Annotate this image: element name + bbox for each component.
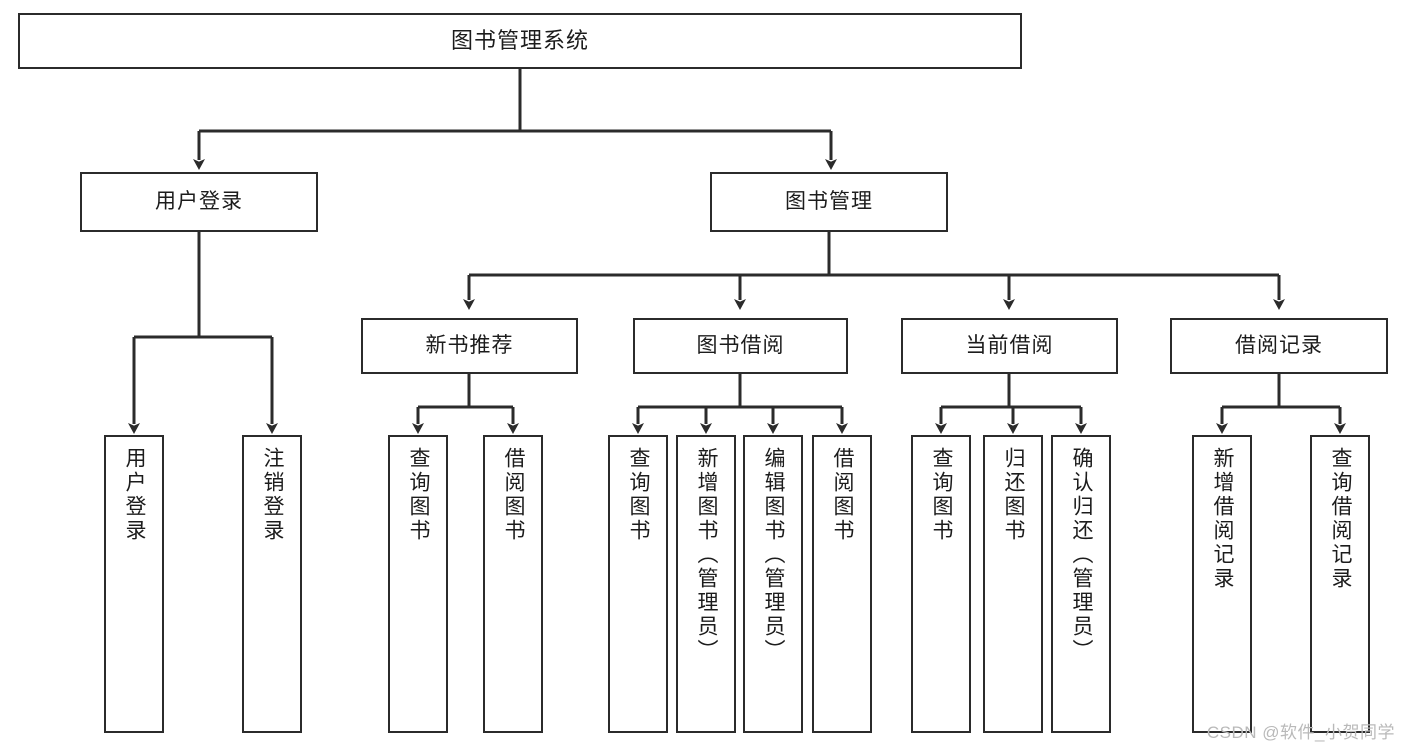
node-root-system[interactable]: 图书管理系统 — [18, 13, 1022, 69]
node-label: 用户登录 — [155, 190, 243, 214]
node-label: 图书借阅 — [696, 334, 785, 358]
node-leaf-edit-book-admin[interactable]: 编辑图书（管理员） — [743, 435, 803, 733]
node-leaf-borrow-book-1[interactable]: 借阅图书 — [483, 435, 543, 733]
node-new-book-recommend[interactable]: 新书推荐 — [361, 318, 578, 374]
node-label: 查询图书 — [407, 447, 431, 543]
node-current-borrow[interactable]: 当前借阅 — [901, 318, 1118, 374]
node-leaf-query-book-3[interactable]: 查询图书 — [911, 435, 971, 733]
node-label: 借阅图书 — [502, 447, 526, 543]
node-leaf-add-borrow-record[interactable]: 新增借阅记录 — [1192, 435, 1252, 733]
node-label: 查询图书 — [930, 447, 954, 543]
node-label: 查询借阅记录 — [1329, 447, 1353, 591]
node-book-manage[interactable]: 图书管理 — [710, 172, 948, 232]
node-label: 注销登录 — [261, 447, 285, 543]
node-label: 当前借阅 — [965, 334, 1054, 358]
node-leaf-borrow-book-2[interactable]: 借阅图书 — [812, 435, 872, 733]
node-leaf-query-book-1[interactable]: 查询图书 — [388, 435, 448, 733]
node-label: 借阅图书 — [831, 447, 855, 543]
node-label: 用户登录 — [123, 447, 147, 543]
node-leaf-query-book-2[interactable]: 查询图书 — [608, 435, 668, 733]
node-label: 新增图书（管理员） — [695, 447, 719, 663]
node-leaf-query-borrow-record[interactable]: 查询借阅记录 — [1310, 435, 1370, 733]
node-leaf-return-book[interactable]: 归还图书 — [983, 435, 1043, 733]
node-book-borrow[interactable]: 图书借阅 — [633, 318, 848, 374]
node-leaf-logout[interactable]: 注销登录 — [242, 435, 302, 733]
node-label: 借阅记录 — [1235, 334, 1323, 358]
node-borrow-record[interactable]: 借阅记录 — [1170, 318, 1388, 374]
node-leaf-user-login[interactable]: 用户登录 — [104, 435, 164, 733]
node-label: 归还图书 — [1002, 447, 1026, 543]
watermark-text: CSDN @软件_小贺同学 — [1206, 723, 1395, 742]
node-label: 图书管理 — [785, 190, 873, 214]
node-label: 图书管理系统 — [450, 27, 589, 53]
node-leaf-confirm-return-admin[interactable]: 确认归还（管理员） — [1051, 435, 1111, 733]
node-user-login[interactable]: 用户登录 — [80, 172, 318, 232]
node-label: 查询图书 — [627, 447, 651, 543]
node-label: 确认归还（管理员） — [1070, 447, 1094, 663]
node-label: 新增借阅记录 — [1211, 447, 1235, 591]
node-leaf-add-book-admin[interactable]: 新增图书（管理员） — [676, 435, 736, 733]
node-label: 编辑图书（管理员） — [762, 447, 786, 663]
node-label: 新书推荐 — [425, 334, 514, 358]
